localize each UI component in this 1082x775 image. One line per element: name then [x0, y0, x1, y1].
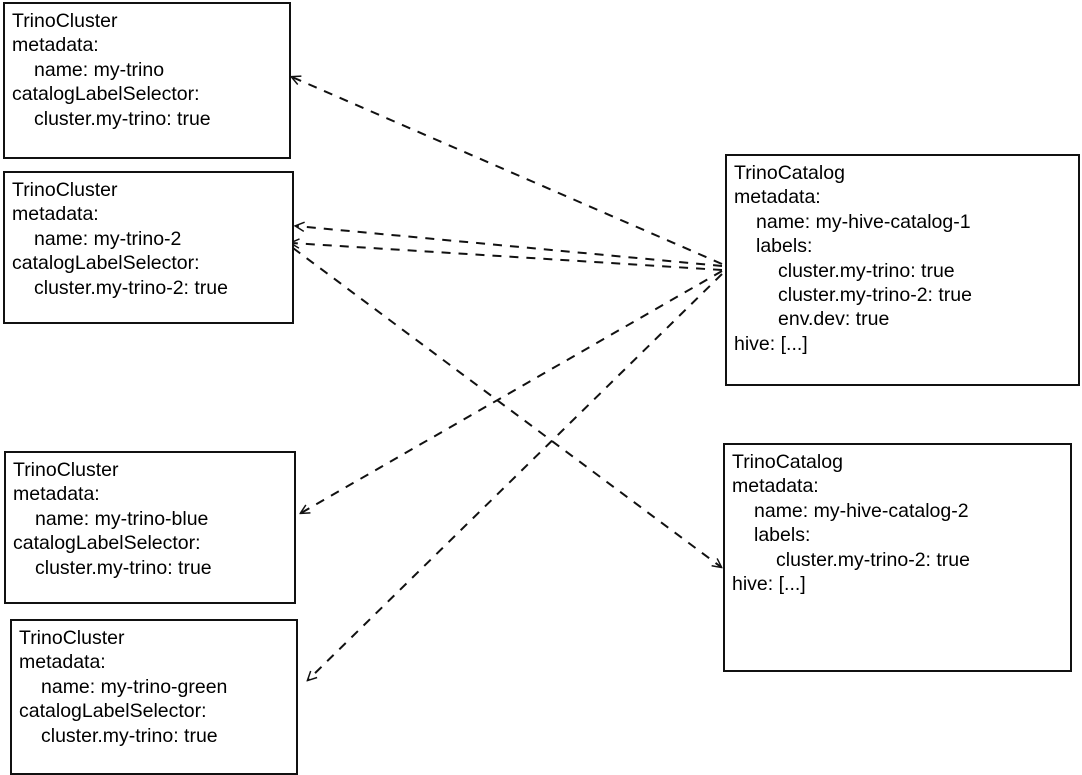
node-line: env.dev: true	[778, 308, 890, 331]
node-line: metadata:	[12, 203, 99, 226]
node-line: metadata:	[13, 483, 100, 506]
edge-catalog1-to-cluster-my-trino-green	[308, 273, 723, 680]
node-line: TrinoCluster	[12, 10, 118, 32]
node-line: hive: [...]	[732, 573, 806, 596]
edge-catalog1-to-cluster-my-trino	[292, 77, 723, 265]
node-line: TrinoCatalog	[734, 162, 845, 184]
node-line: name: my-trino-2	[34, 227, 182, 250]
node-line: cluster.my-trino: true	[35, 556, 212, 579]
edge-cluster-my-trino-2-to-catalog2	[292, 247, 721, 567]
node-line: cluster.my-trino-2: true	[776, 548, 970, 571]
node-line: cluster.my-trino-2: true	[778, 284, 972, 307]
node-line: metadata:	[12, 34, 99, 57]
node-line: name: my-trino-blue	[35, 507, 209, 530]
node-line: catalogLabelSelector:	[13, 532, 201, 555]
edge-catalog1-to-cluster-my-trino-2	[296, 226, 723, 267]
node-line: cluster.my-trino-2: true	[34, 276, 228, 299]
edge-catalog2-to-cluster-my-trino-2	[291, 243, 723, 271]
node-line: TrinoCluster	[12, 179, 118, 201]
node-line: TrinoCluster	[19, 627, 125, 649]
node-line: catalogLabelSelector:	[12, 83, 200, 106]
node-line: name: my-hive-catalog-2	[754, 499, 969, 522]
node-line: cluster.my-trino: true	[34, 107, 211, 130]
node-line: name: my-hive-catalog-1	[756, 210, 971, 233]
node-line: name: my-trino-green	[41, 675, 228, 698]
edge-catalog1-to-cluster-my-trino-blue	[301, 270, 723, 513]
node-line: metadata:	[19, 651, 106, 674]
node-line: catalogLabelSelector:	[12, 252, 200, 275]
node-line: metadata:	[734, 186, 821, 209]
node-line: labels:	[754, 524, 811, 547]
node-line: cluster.my-trino: true	[778, 259, 955, 282]
node-line: TrinoCluster	[13, 459, 119, 481]
node-line: labels:	[756, 235, 813, 258]
node-line: metadata:	[732, 475, 819, 498]
node-line: catalogLabelSelector:	[19, 700, 207, 723]
node-line: name: my-trino	[34, 58, 165, 81]
node-line: hive: [...]	[734, 332, 808, 355]
node-line: cluster.my-trino: true	[41, 724, 218, 747]
node-line: TrinoCatalog	[732, 451, 843, 473]
